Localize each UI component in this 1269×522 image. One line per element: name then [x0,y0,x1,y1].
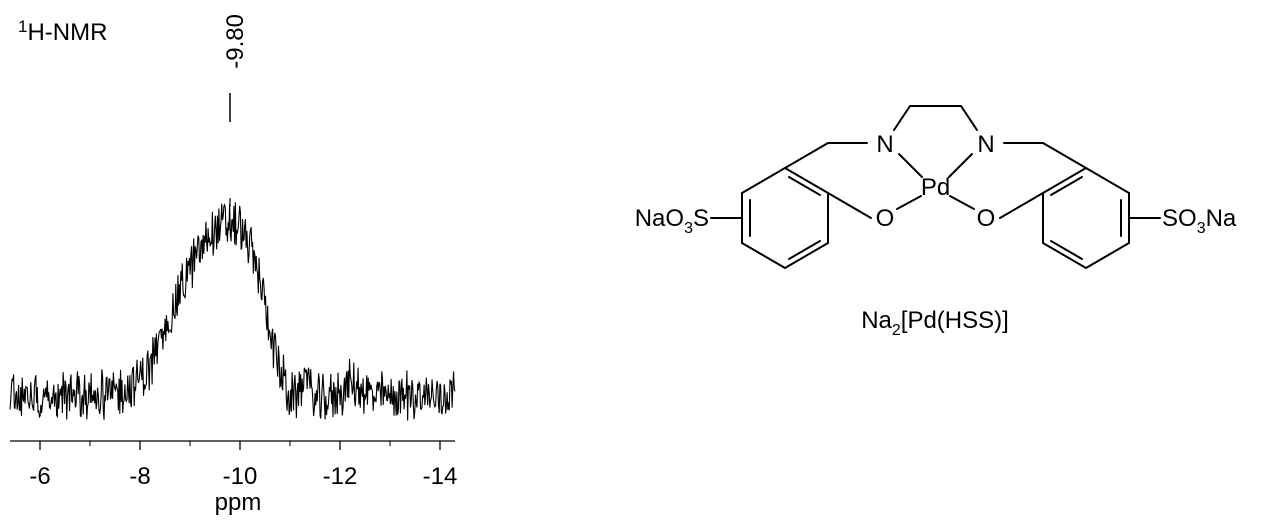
left-sulfonate-b: S [693,205,709,232]
nucleus-name: H-NMR [27,19,107,46]
peak-label: -9.80 [222,14,249,69]
bond-pd-o-left [896,195,922,210]
bond [784,242,829,269]
x-axis-label: ppm [215,489,262,516]
x-tick-label: -10 [223,463,258,490]
bond [741,242,786,269]
nmr-panel: 1H-NMR -9.80 -6 -8 -10 -12 -14 ppm [9,14,457,516]
spectrum-line [9,202,456,421]
right-sulfonate-b: Na [1206,205,1237,232]
x-tick-label: -6 [29,463,50,490]
bond-ring-ch2-left [784,142,829,169]
bond-double-inner [1050,240,1083,260]
left-sulfonate-sub: 3 [684,220,693,237]
x-tick-label: -14 [423,463,458,490]
atom-n-left: N [876,131,893,158]
structure-bonds [710,105,1161,269]
nucleus-label: 1H-NMR [18,17,107,46]
nucleus-mass: 1 [18,17,27,36]
x-axis-ticks: -6 -8 -10 -12 -14 [29,441,457,490]
bond [784,167,829,194]
compound-caption: Na2[Pd(HSS)] [861,307,1009,339]
bond-double-inner [788,176,821,196]
atom-o-left: O [876,205,895,232]
bond-n-pd-right [948,153,973,178]
bond-pd-o-right [949,195,975,210]
atom-o-right: O [977,205,996,232]
right-sulfonate-a: SO [1162,205,1197,232]
bond-c-o-left [827,192,872,219]
spectrum-trace [9,202,456,421]
bond [741,167,786,194]
atom-n-right: N [977,131,994,158]
caption-sub: 2 [892,322,901,339]
caption-main: Na [861,307,892,334]
bond [1042,167,1087,194]
caption-rest: [Pd(HSS)] [901,307,1009,334]
bond-ch2-n-right [960,105,978,131]
bond [1042,242,1087,269]
left-sulfonate: NaO3S [635,205,709,237]
x-tick-label: -8 [129,463,150,490]
bond [1085,242,1130,269]
right-sulfonate-sub: 3 [1197,220,1206,237]
left-sulfonate-a: NaO [635,205,684,232]
bond-ring-ch2-right [1042,142,1087,169]
bond-c-o-right [999,192,1044,219]
right-sulfonate: SO3Na [1162,205,1237,237]
bond-n-pd-left [898,153,923,178]
atom-pd: Pd [921,174,950,201]
bond-n-ch2-left [893,105,911,131]
bond-double-inner [1050,176,1083,196]
x-tick-label: -12 [323,463,358,490]
bond-double-inner [788,240,821,260]
structure-panel: N N Pd O O NaO3S SO3Na Na2[Pd(HSS)] [635,105,1237,339]
bond [1085,167,1130,194]
